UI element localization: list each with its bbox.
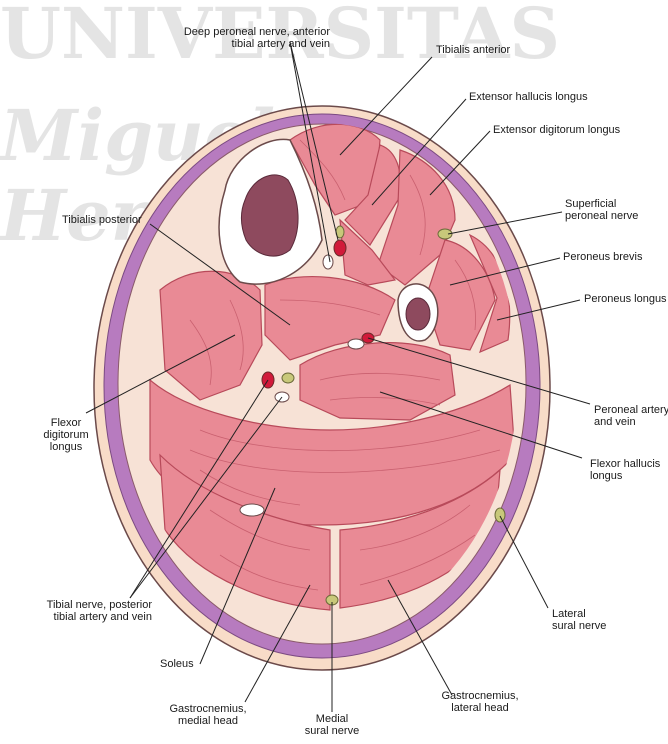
label-lateral-sural-line1: Lateral <box>552 608 606 620</box>
label-flexor-digitorum-line3: longus <box>36 441 96 453</box>
label-flexor-hallucis: Flexor hallucis longus <box>590 458 660 482</box>
label-gastroc-lateral-line2: lateral head <box>430 702 530 714</box>
label-flexor-digitorum-line2: digitorum <box>36 429 96 441</box>
label-tibialis-anterior: Tibialis anterior <box>436 44 510 56</box>
label-ext-digitorum-line1: Extensor digitorum longus <box>493 124 620 136</box>
label-peroneus-longus: Peroneus longus <box>584 293 667 305</box>
anterior-tibial-vein <box>323 255 333 269</box>
label-peroneal-artery: Peroneal artery and vein <box>594 404 668 428</box>
label-ext-digitorum: Extensor digitorum longus <box>493 124 620 136</box>
label-lateral-sural-line2: sural nerve <box>552 620 606 632</box>
label-tibialis-posterior: Tibialis posterior <box>62 214 142 226</box>
label-gastroc-medial-line1: Gastrocnemius, <box>158 703 258 715</box>
peroneal-vein <box>348 339 364 349</box>
label-flexor-digitorum: Flexor digitorum longus <box>36 417 96 453</box>
fibula-marrow <box>406 298 430 330</box>
label-peroneal-artery-line1: Peroneal artery <box>594 404 668 416</box>
label-flexor-hallucis-line2: longus <box>590 470 660 482</box>
label-gastroc-medial: Gastrocnemius, medial head <box>158 703 258 727</box>
anterior-tibial-artery <box>334 240 346 256</box>
label-peroneus-brevis-line1: Peroneus brevis <box>563 251 643 263</box>
label-medial-sural-line2: sural nerve <box>296 725 368 737</box>
lateral-sural-nerve <box>495 508 505 522</box>
label-flexor-digitorum-line1: Flexor <box>36 417 96 429</box>
label-tibial-nerve-line1: Tibial nerve, posterior <box>10 599 152 611</box>
label-ext-hallucis-line1: Extensor hallucis longus <box>469 91 588 103</box>
label-deep-peroneal: Deep peroneal nerve, anterior tibial art… <box>140 26 330 50</box>
label-superficial-peroneal-line1: Superficial <box>565 198 638 210</box>
label-tibialis-posterior-line1: Tibialis posterior <box>62 214 142 226</box>
label-peroneus-longus-line1: Peroneus longus <box>584 293 667 305</box>
label-superficial-peroneal: Superficial peroneal nerve <box>565 198 638 222</box>
label-ext-hallucis: Extensor hallucis longus <box>469 91 588 103</box>
label-peroneus-brevis: Peroneus brevis <box>563 251 643 263</box>
label-gastroc-lateral-line1: Gastrocnemius, <box>430 690 530 702</box>
label-deep-peroneal-line2: tibial artery and vein <box>140 38 330 50</box>
label-gastroc-medial-line2: medial head <box>158 715 258 727</box>
label-superficial-peroneal-line2: peroneal nerve <box>565 210 638 222</box>
tibial-nerve <box>282 373 294 383</box>
label-tibialis-anterior-line1: Tibialis anterior <box>436 44 510 56</box>
label-soleus-line1: Soleus <box>160 658 194 670</box>
label-peroneal-artery-line2: and vein <box>594 416 668 428</box>
label-flexor-hallucis-line1: Flexor hallucis <box>590 458 660 470</box>
label-tibial-nerve: Tibial nerve, posterior tibial artery an… <box>10 599 152 623</box>
leader-lateral-sural <box>500 516 548 608</box>
label-tibial-nerve-line2: tibial artery and vein <box>10 611 152 623</box>
label-lateral-sural: Lateral sural nerve <box>552 608 606 632</box>
label-medial-sural: Medial sural nerve <box>296 713 368 737</box>
label-deep-peroneal-line1: Deep peroneal nerve, anterior <box>140 26 330 38</box>
label-medial-sural-line1: Medial <box>296 713 368 725</box>
label-soleus: Soleus <box>160 658 194 670</box>
label-gastroc-lateral: Gastrocnemius, lateral head <box>430 690 530 714</box>
soleus-vein <box>240 504 264 516</box>
